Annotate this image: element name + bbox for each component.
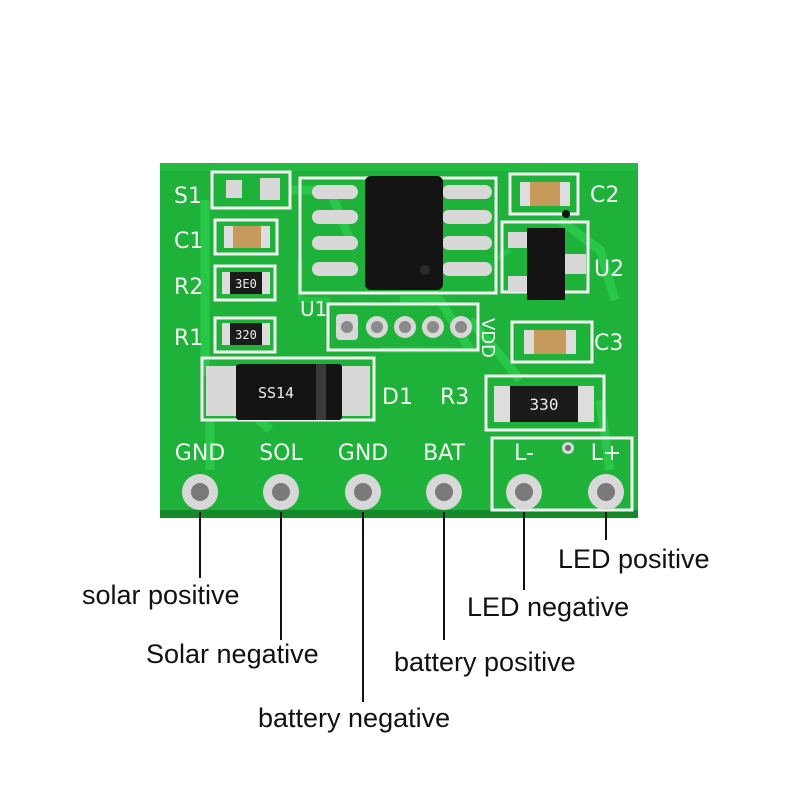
label-c2: C2 [590, 183, 619, 208]
pin-label-4: BAT [423, 441, 465, 466]
pin-label-1: GND [175, 441, 225, 466]
c2-capacitor [520, 182, 570, 206]
leader-lines [199, 512, 607, 702]
r1-resistor: 320 [222, 323, 270, 345]
d1-mark: SS14 [258, 384, 294, 402]
r2-mark: 3E0 [235, 277, 257, 291]
pin-label-2: SOL [259, 441, 303, 466]
callout-pin-1: solar positive [82, 580, 240, 610]
label-r3: R3 [440, 385, 469, 410]
label-u2: U2 [594, 257, 624, 282]
label-d1: D1 [382, 385, 413, 410]
pin-pad-5 [506, 474, 542, 510]
label-r1: R1 [174, 326, 203, 351]
label-u1: U1 [300, 297, 327, 321]
pin-label-6: L+ [591, 441, 622, 466]
label-c1: C1 [174, 229, 203, 254]
label-r2: R2 [174, 275, 203, 300]
c1-capacitor [224, 226, 270, 248]
r3-resistor: 330 [494, 386, 594, 422]
s1-pad-right [260, 178, 280, 200]
s1-pad-left [226, 180, 242, 198]
pin-label-3: GND [338, 441, 388, 466]
u2-regulator [508, 228, 586, 300]
r2-resistor: 3E0 [222, 272, 270, 294]
callout-pin-2: Solar negative [146, 639, 319, 669]
vdd-header [336, 314, 472, 340]
pin-pads [182, 474, 624, 510]
callout-pin-4: battery positive [394, 647, 576, 677]
pin-pad-4 [426, 474, 462, 510]
r3-mark: 330 [530, 395, 559, 414]
callout-pin-3: battery negative [258, 703, 450, 733]
u1-chip [365, 176, 443, 290]
pin-pad-2 [263, 474, 299, 510]
callout-pin-6: LED positive [558, 544, 710, 574]
c3-capacitor [524, 330, 576, 354]
pin-pad-1 [182, 474, 218, 510]
u1-pads [312, 185, 492, 276]
callout-pin-5: LED negative [467, 592, 629, 622]
label-c3: C3 [594, 331, 623, 356]
r1-mark: 320 [235, 328, 257, 342]
pin-pad-6 [588, 474, 624, 510]
label-vdd: VDD [477, 318, 498, 358]
label-s1: S1 [174, 184, 202, 209]
pin-label-5: L- [514, 441, 534, 466]
pin-pad-3 [345, 474, 381, 510]
d1-diode: SS14 [206, 364, 370, 420]
